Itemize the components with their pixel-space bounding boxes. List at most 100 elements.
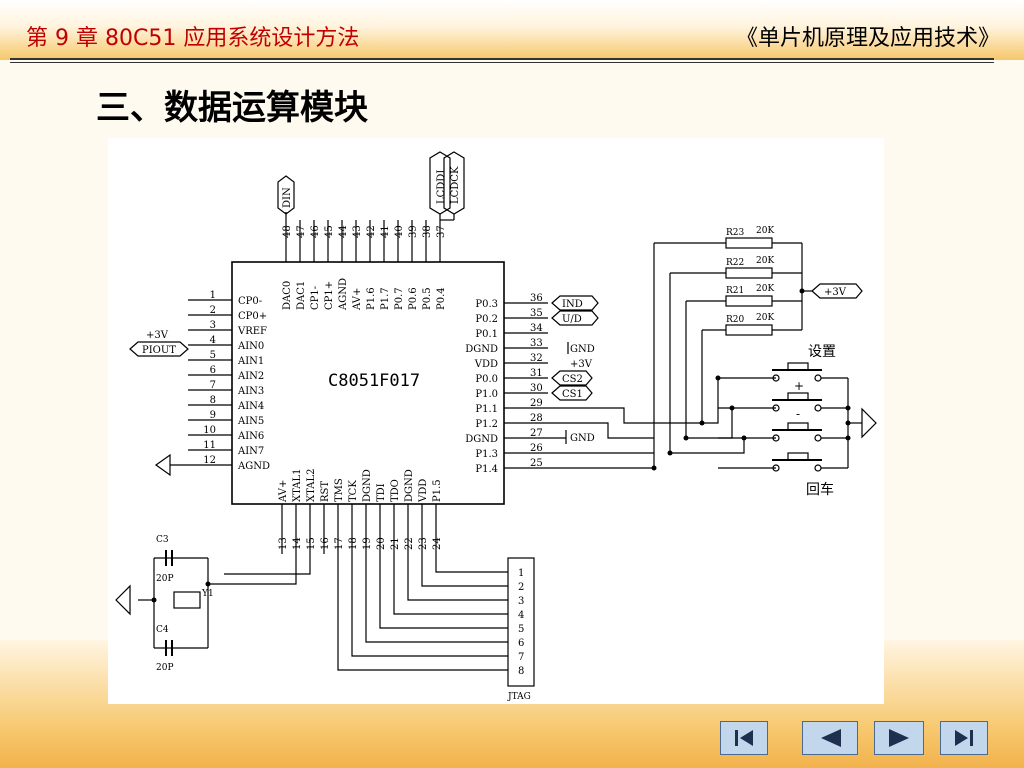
y1-label: Y1 xyxy=(201,589,214,599)
jtag-pin: 6 xyxy=(518,638,524,649)
pin-num: 12 xyxy=(203,455,216,466)
din-label: DIN xyxy=(282,187,293,208)
pin-name: P1.3 xyxy=(475,449,498,460)
pin-name: P0.2 xyxy=(475,314,498,325)
jtag-label: JTAG xyxy=(507,692,531,702)
pin-num: 5 xyxy=(210,350,216,361)
pin-name: AGND xyxy=(338,278,349,311)
resistor-label: R23 xyxy=(726,228,745,238)
button-output-arrow xyxy=(861,407,877,439)
pin-num: 9 xyxy=(210,410,216,421)
pin-num: 2 xyxy=(210,305,216,316)
button-top-label: 设置 xyxy=(808,344,836,360)
next-slide-icon xyxy=(889,729,909,747)
pin-name: AIN6 xyxy=(237,431,264,442)
resistor-value: 20K xyxy=(756,284,774,294)
pin-name: AIN5 xyxy=(237,416,264,427)
pin-name: TCK xyxy=(348,480,359,502)
header-divider xyxy=(10,58,994,60)
resistor-value: 20K xyxy=(756,256,774,266)
pin-num: 40 xyxy=(394,225,405,238)
pin-name: XTAL1 xyxy=(292,469,303,502)
pin-name: AIN2 xyxy=(237,371,264,382)
supply-flag xyxy=(811,283,863,299)
pin-num: 33 xyxy=(530,338,543,349)
pin-num: 25 xyxy=(530,458,543,469)
ind-label: IND xyxy=(562,299,583,310)
c3-label: C3 xyxy=(156,535,169,545)
jtag-pin: 3 xyxy=(518,596,524,607)
last-slide-icon xyxy=(955,730,973,746)
pin-name: DGND xyxy=(404,469,415,502)
first-slide-button[interactable] xyxy=(720,721,768,755)
resistor-r20 xyxy=(725,324,773,336)
pin-name: P0.5 xyxy=(422,287,433,310)
pin-name: VDD xyxy=(474,359,498,370)
bottom-pin-lines xyxy=(281,504,437,554)
pin-name: P0.4 xyxy=(436,287,447,310)
pin-num: 43 xyxy=(352,225,363,238)
pin-name: AIN3 xyxy=(237,386,264,397)
pin-name: P1.1 xyxy=(475,404,498,415)
pin-num: 41 xyxy=(380,225,391,238)
pin-num: 15 xyxy=(306,537,317,550)
piout-label: PIOUT xyxy=(142,345,176,356)
prev-slide-button[interactable] xyxy=(802,721,858,755)
pin-name: VREF xyxy=(237,326,267,337)
push-buttons xyxy=(772,362,822,472)
pin-num: 47 xyxy=(296,225,307,238)
pin-num: 3 xyxy=(210,320,216,331)
pin-name: AV+ xyxy=(278,480,289,503)
last-slide-button[interactable] xyxy=(940,721,988,755)
pin-name: P1.4 xyxy=(475,464,498,475)
pin-name: TMS xyxy=(334,478,345,502)
pin-num: 4 xyxy=(210,335,216,346)
pin-name: P0.6 xyxy=(408,287,419,310)
pin-name: AGND xyxy=(237,461,270,472)
pin-name: AIN7 xyxy=(237,446,264,457)
book-title: 《单片机原理及应用技术》 xyxy=(735,26,1000,51)
lcdck-label: LCDCK xyxy=(450,166,461,204)
minus-sign: - xyxy=(796,407,800,421)
resistor-label: R21 xyxy=(726,286,744,296)
jtag-pin: 1 xyxy=(518,568,524,579)
pin-num: 39 xyxy=(408,225,419,238)
resistor-r23 xyxy=(725,237,773,249)
resistor-value: 20K xyxy=(756,313,774,323)
pin-num: 13 xyxy=(278,537,289,550)
pin-num: 22 xyxy=(404,537,415,550)
pin-num: 29 xyxy=(530,398,543,409)
plus-sign: + xyxy=(794,379,804,393)
pin-num: 20 xyxy=(376,537,387,550)
top-pin-lines xyxy=(285,220,441,262)
pin-name: VDD xyxy=(418,479,429,503)
chip-body xyxy=(231,261,505,505)
pin-name: RST xyxy=(320,481,331,502)
pin-name: TDI xyxy=(376,483,387,502)
cs1-label: CS1 xyxy=(562,389,583,400)
first-slide-icon xyxy=(735,730,753,746)
pin-name: P1.6 xyxy=(366,287,377,310)
ind-flag xyxy=(551,295,599,311)
button-bottom-label: 回车 xyxy=(806,481,834,498)
pin-name: AIN4 xyxy=(237,401,264,412)
pin-name: P0.3 xyxy=(475,299,498,310)
pin-name: P1.5 xyxy=(432,479,443,502)
next-slide-button[interactable] xyxy=(874,721,924,755)
pin-num: 45 xyxy=(324,225,335,238)
pin-num: 17 xyxy=(334,537,345,550)
header-divider-thin xyxy=(10,62,994,63)
lcddi-flag xyxy=(429,151,451,215)
pin-name: DAC1 xyxy=(296,281,307,310)
gnd-label: GND xyxy=(570,344,595,355)
prev-slide-icon xyxy=(821,729,841,747)
pin-num: 8 xyxy=(210,395,216,406)
pin-num: 32 xyxy=(530,353,543,364)
pin-num: 23 xyxy=(418,537,429,550)
chapter-title: 第 9 章 80C51 应用系统设计方法 xyxy=(26,26,360,51)
pin-name: CP1+ xyxy=(324,281,335,310)
left-3v-label: +3V xyxy=(146,330,169,341)
pin-num: 11 xyxy=(203,440,216,451)
pin-name: P1.7 xyxy=(380,287,391,310)
resistor-r22 xyxy=(725,267,773,279)
